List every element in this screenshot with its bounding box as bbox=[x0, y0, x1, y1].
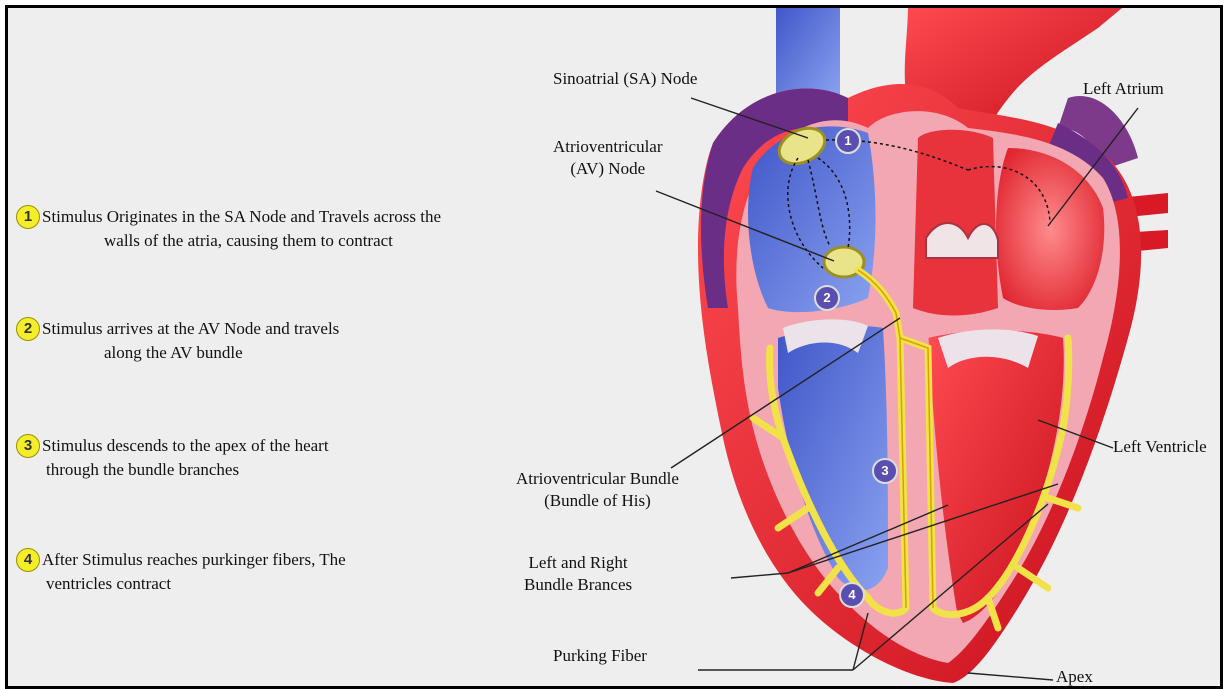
step-4-line-1: After Stimulus reaches purkinger fibers,… bbox=[42, 548, 346, 572]
superior-vena-cava bbox=[776, 8, 840, 98]
step-number-4: 4 bbox=[16, 548, 40, 572]
marker-4: 4 bbox=[839, 582, 865, 608]
step-number-1: 1 bbox=[16, 205, 40, 229]
step-number-3: 3 bbox=[16, 434, 40, 458]
marker-2: 2 bbox=[814, 285, 840, 311]
label-left-atrium: Left Atrium bbox=[1083, 78, 1164, 100]
label-av-bundle: Atrioventricular Bundle(Bundle of His) bbox=[516, 468, 679, 512]
diagram-frame: 1 2 3 4 1 Stimulus Originates in the SA … bbox=[5, 5, 1223, 689]
aortic-root bbox=[913, 130, 998, 316]
aortic-valve bbox=[926, 223, 998, 258]
label-sa-node: Sinoatrial (SA) Node bbox=[553, 68, 697, 90]
step-3-line-1: Stimulus descends to the apex of the hea… bbox=[42, 434, 329, 458]
step-1-line-1: Stimulus Originates in the SA Node and T… bbox=[42, 205, 441, 229]
label-purkinje-fiber: Purking Fiber bbox=[553, 645, 647, 667]
step-3-line-2: through the bundle branches bbox=[46, 458, 239, 482]
step-4-line-2: ventricles contract bbox=[46, 572, 171, 596]
step-number-2: 2 bbox=[16, 317, 40, 341]
step-1-line-2: walls of the atria, causing them to cont… bbox=[104, 229, 393, 253]
step-2-line-1: Stimulus arrives at the AV Node and trav… bbox=[42, 317, 339, 341]
label-apex: Apex bbox=[1056, 666, 1093, 688]
marker-1: 1 bbox=[835, 128, 861, 154]
label-left-ventricle: Left Ventricle bbox=[1113, 436, 1207, 458]
label-av-node: Atrioventricular(AV) Node bbox=[553, 136, 663, 180]
step-2-line-2: along the AV bundle bbox=[104, 341, 243, 365]
marker-3: 3 bbox=[872, 458, 898, 484]
